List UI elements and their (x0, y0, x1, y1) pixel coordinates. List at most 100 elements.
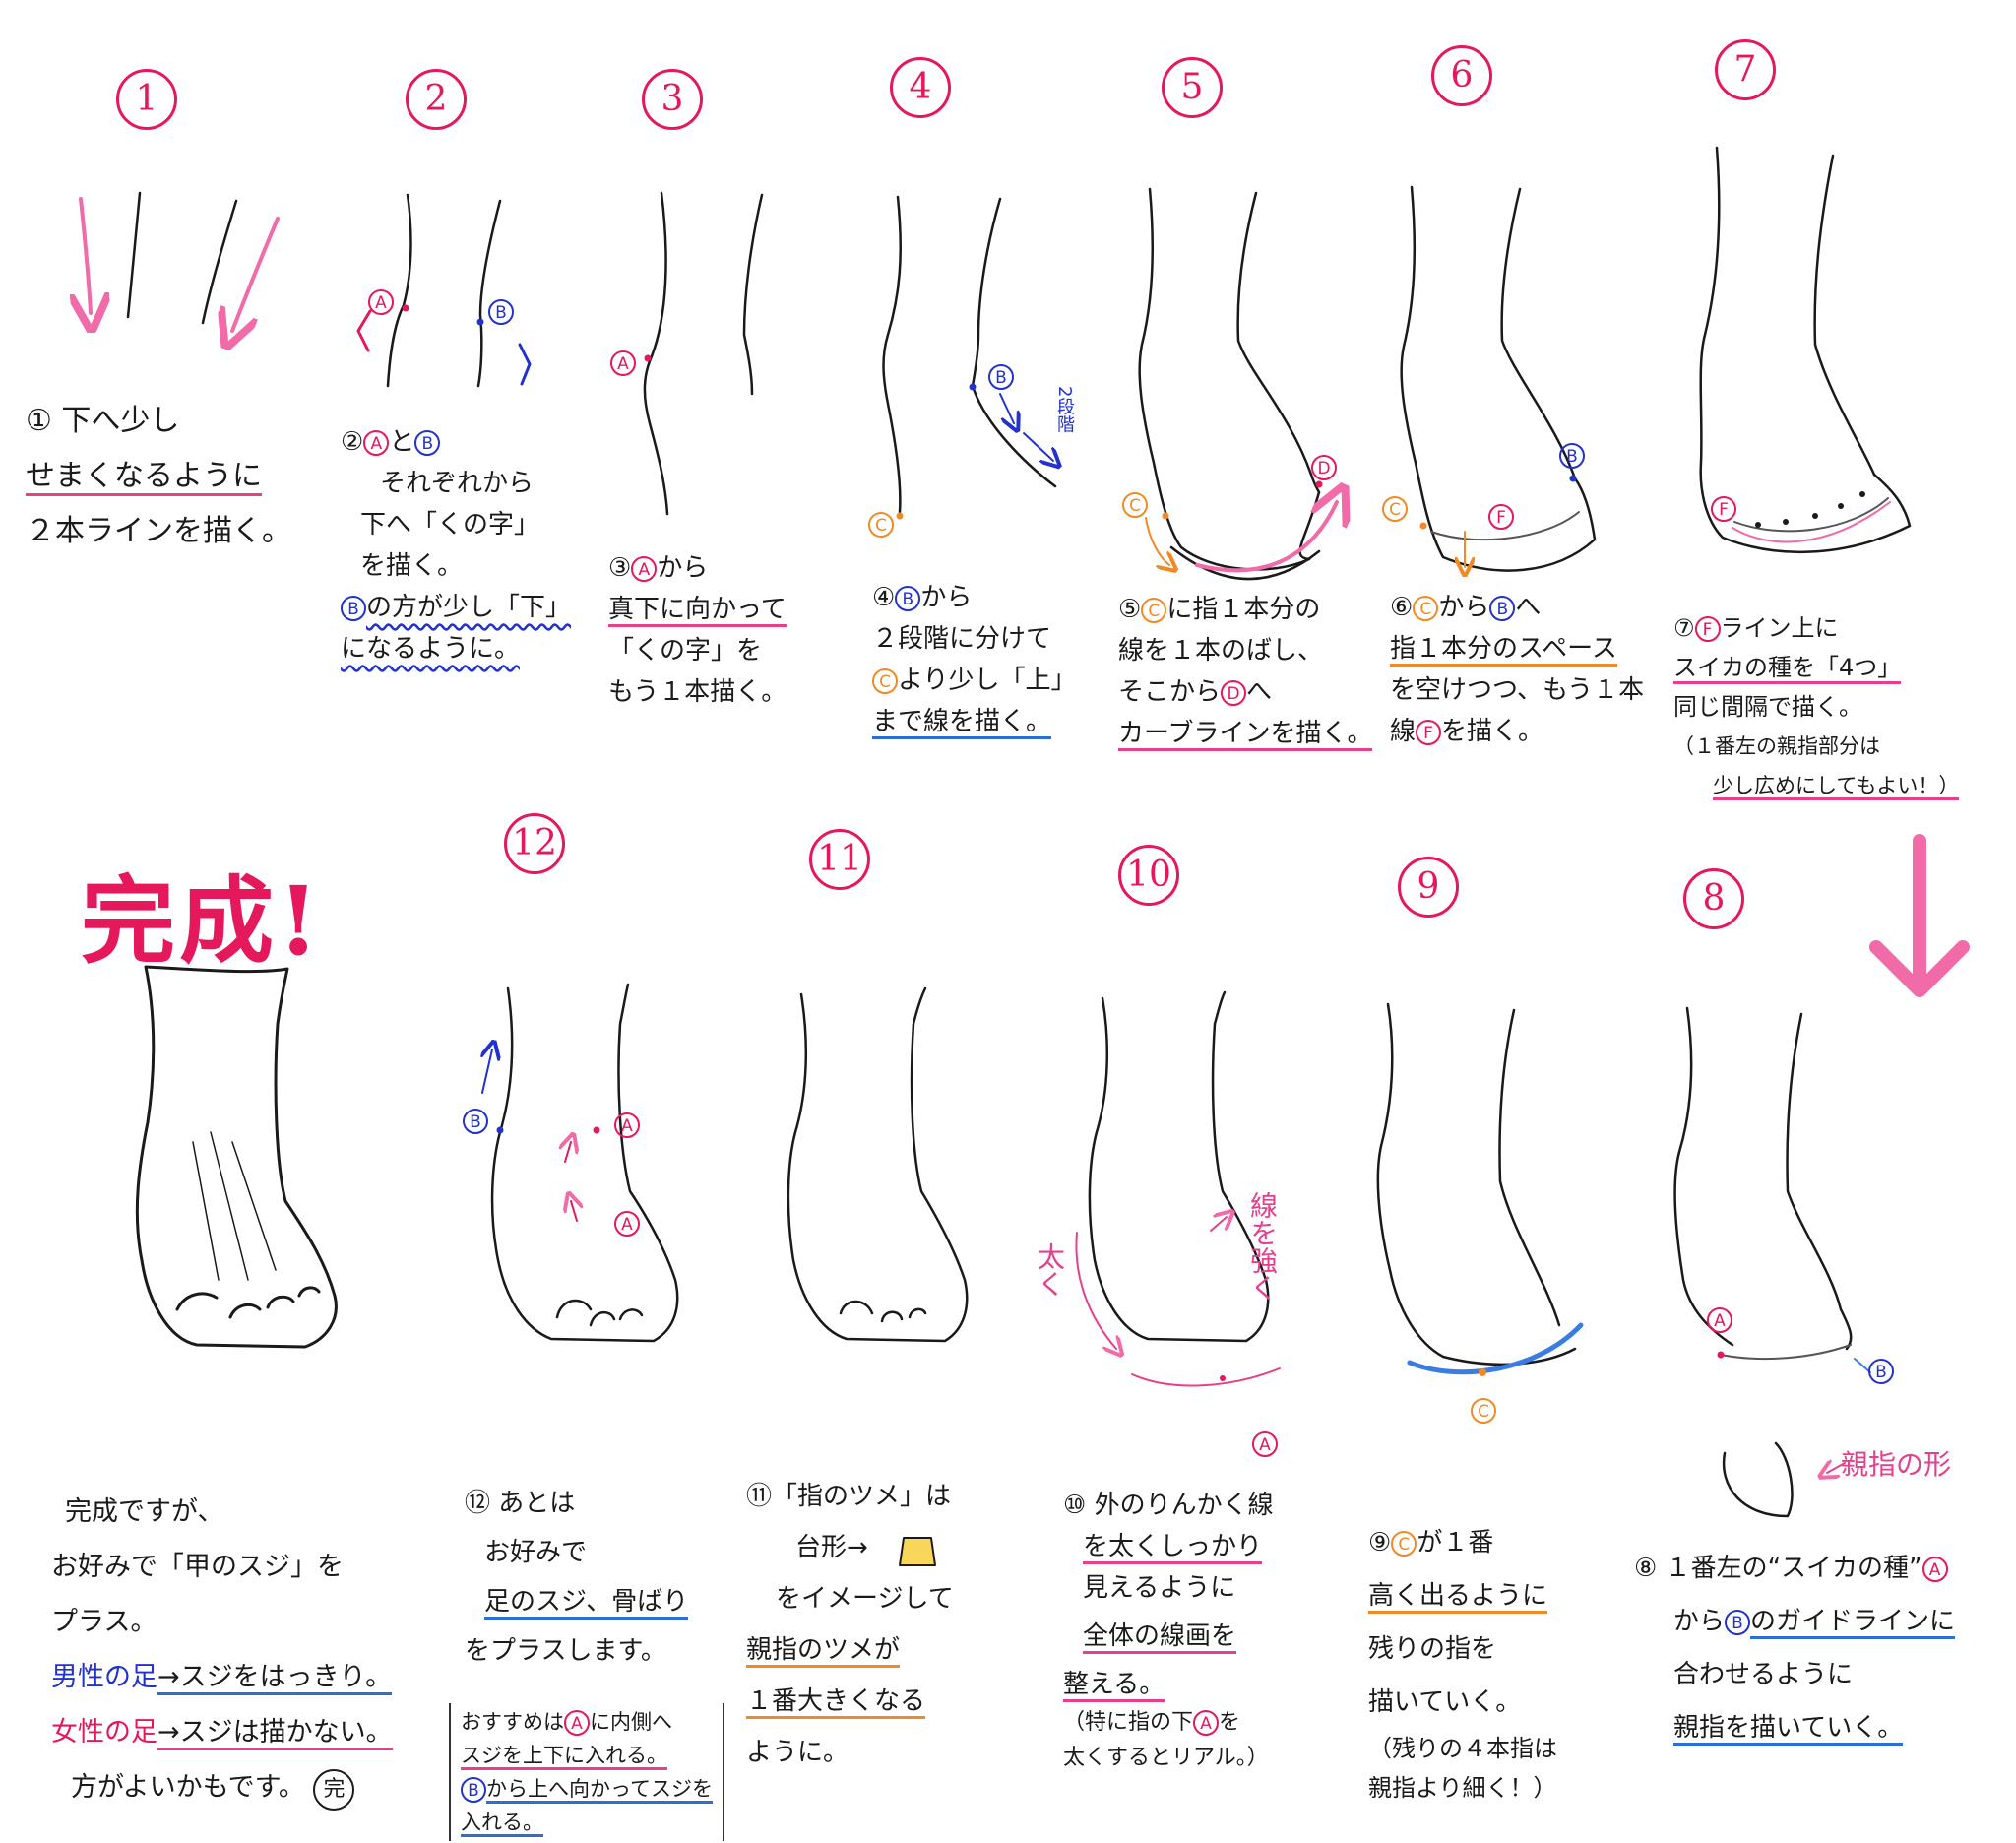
label-a: A (1193, 1710, 1220, 1736)
caption-line: 全体の線画を (1083, 1621, 1237, 1654)
caption-line: ② (341, 427, 364, 457)
caption-line: １番大きくなる (746, 1686, 926, 1719)
step4-side-note: 2段階 (1054, 386, 1075, 433)
label-a-step3: A (610, 350, 636, 376)
caption-line: プラス。 (51, 1607, 158, 1637)
label-f-step6: F (1488, 504, 1514, 530)
caption-line: 同じ間隔で描く。 (1673, 693, 1862, 721)
caption-line: 足のスジ、骨ばり (484, 1587, 689, 1620)
caption-line: から (657, 553, 709, 583)
step-number-5: 5 (1162, 57, 1223, 118)
caption-line: が１番 (1417, 1528, 1494, 1557)
caption-line: 合わせるように (1673, 1660, 1854, 1689)
label-a-step10: A (1252, 1431, 1278, 1457)
label-f: F (1694, 616, 1721, 642)
step-number-9: 9 (1398, 857, 1459, 918)
step-number-1: 1 (116, 69, 177, 130)
label-b: B (1725, 1609, 1751, 1635)
label-f-step7: F (1711, 496, 1736, 522)
caption-line: 方がよいかもです。 (71, 1772, 305, 1803)
label-a-step2: A (368, 289, 394, 315)
step-number-11: 11 (809, 829, 870, 890)
caption-step1: ① 下へ少し せまくなるように ２本ラインを描く。 (26, 394, 291, 559)
step11-foot-drawing (787, 986, 969, 1343)
step8-foot-drawing (1673, 1006, 1871, 1518)
caption-line: をイメージして (776, 1584, 954, 1614)
step10-side-left: 太く (1034, 1242, 1066, 1298)
label-c-step5: C (1122, 492, 1148, 518)
caption-line: ⑧ １番左の“スイカの種” (1634, 1554, 1922, 1583)
label-b: B (414, 429, 441, 456)
label-b: B (341, 595, 366, 621)
step2-drawing (356, 193, 532, 388)
complete-title: 完成! (81, 865, 324, 977)
caption-line: をプラスします。 (465, 1636, 666, 1666)
caption-line: に内側へ (590, 1710, 672, 1734)
caption-line: （残りの４本指は (1368, 1735, 1557, 1762)
step6-drawing (1400, 185, 1597, 571)
label-d-step5: D (1311, 455, 1337, 480)
label-b-step12: B (463, 1109, 488, 1134)
caption-complete: 完成ですが、 お好みで「甲のスジ」を プラス。 男性の足→スジをはっきり。 女性… (51, 1485, 393, 1815)
caption-line: に指１本分の (1166, 595, 1321, 624)
caption-line: ⑤ (1118, 595, 1142, 624)
label-b: B (895, 585, 921, 611)
caption-line: ⑪「指のツメ」は (746, 1482, 952, 1511)
caption-line: ⑦ (1673, 614, 1695, 642)
big-down-arrow (1869, 834, 1970, 997)
caption-line: へ (1515, 593, 1542, 622)
caption-line: 高く出るように (1368, 1581, 1548, 1614)
step9-foot-drawing (1376, 1002, 1584, 1376)
caption-line: それぞれから (380, 469, 535, 498)
label-a: A (631, 555, 658, 582)
caption-line: もう１本描く。 (608, 677, 788, 707)
caption-line: ライン上に (1720, 614, 1839, 642)
caption-line: 親指のツメが (746, 1635, 901, 1668)
caption-line: ⑥ (1390, 593, 1414, 622)
label-c-step4: C (868, 512, 894, 538)
caption-line: ように。 (746, 1738, 850, 1767)
caption-line: 台形→ (795, 1533, 868, 1562)
step1-drawing (81, 191, 280, 331)
label-a-step12-upper: A (614, 1112, 640, 1138)
step8-side-note: 親指の形 (1841, 1448, 1952, 1481)
caption-line: のガイドラインに (1750, 1607, 1956, 1639)
label-c-step9: C (1471, 1398, 1496, 1424)
male-foot-label: 男性の足 (51, 1662, 158, 1692)
caption-line: お好みで (484, 1538, 588, 1567)
caption-line: から (920, 583, 973, 612)
nail-trapezoid (899, 1537, 936, 1566)
step-number-10: 10 (1118, 845, 1179, 906)
caption-line: まで線を描く。 (872, 707, 1052, 739)
caption-line: スジを上下に入れる。 (461, 1744, 667, 1770)
caption-line: 少し広めにしてもよい！） (1713, 774, 1960, 800)
step-number-6: 6 (1431, 45, 1492, 106)
caption-line: （特に指の下 (1063, 1710, 1194, 1735)
caption-line: ２本ラインを描く。 (26, 514, 291, 548)
complete-stamp: 完 (313, 1769, 355, 1811)
step3-drawing (643, 191, 764, 516)
caption-line: より少し「上」 (898, 666, 1077, 695)
caption-line: の方が少し「下」 (366, 593, 572, 622)
caption-line: 親指を描いていく。 (1673, 1713, 1904, 1746)
label-b-step8: B (1868, 1359, 1894, 1384)
label-a: A (564, 1710, 590, 1736)
label-a: A (363, 429, 390, 456)
caption-line: 「くの字」を (608, 636, 763, 666)
step7-drawing (1699, 146, 1912, 554)
caption-line: 指１本分のスペース (1390, 634, 1617, 667)
label-b-step2: B (488, 299, 514, 325)
caption-line: 下へ「くの字」 (360, 510, 540, 540)
caption-line: 完成ですが、 (65, 1496, 224, 1527)
caption-line: ⑫ あとは (465, 1489, 576, 1518)
caption-line: 描いていく。 (1368, 1687, 1522, 1717)
caption-line: 見えるように (1083, 1573, 1236, 1603)
